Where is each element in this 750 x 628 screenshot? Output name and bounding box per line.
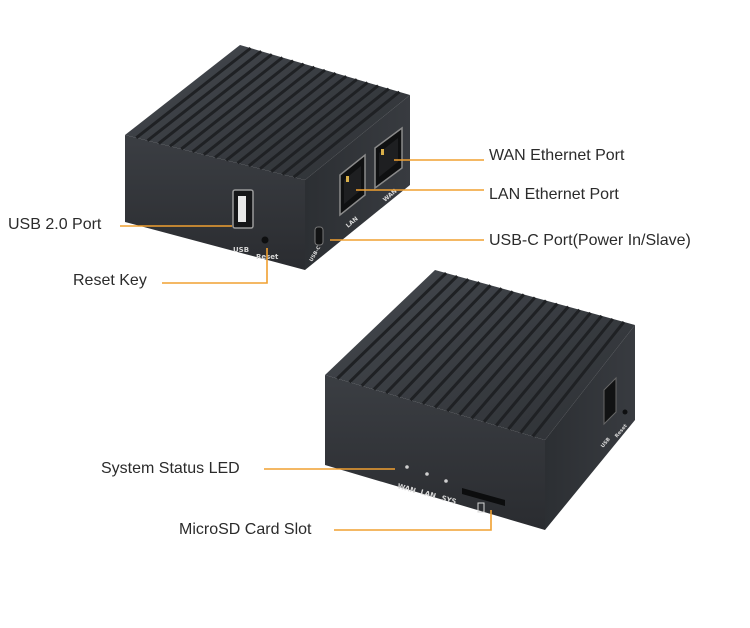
heatsink-fins [135,46,401,179]
status-led-label: System Status LED [101,460,240,477]
side-face [545,325,635,530]
heatsink-fin-groove [348,275,459,384]
heatsink-fin-groove [236,75,348,165]
wan-ethernet-port [374,126,403,190]
heatsink-fin-groove [494,311,592,427]
heatsink-fin-groove [247,78,358,168]
heatsink-fin-groove [482,308,581,423]
heatsink-fin-groove [385,284,492,395]
reset-key-hole [261,236,269,244]
side-usb-port [603,376,617,426]
heatsink-fin-groove [372,281,481,391]
heatsink-fin-groove [336,271,448,380]
usb-c-port-label: USB-C Port(Power In/Slave) [489,232,691,249]
lan-ethernet-port [339,153,366,217]
top-heatsink-surface [125,45,410,180]
lan-port-label: LAN Ethernet Port [489,186,619,203]
heatsink-fin-groove [146,50,263,142]
leader-reset [162,248,268,284]
microsd-slot-label: MicroSD Card Slot [179,521,312,538]
heatsink-fin-groove [169,56,284,148]
heatsink-fin-groove [214,68,326,159]
heatsink-fin-groove [259,81,369,170]
heatsink-fin-groove [446,299,548,413]
usb-c-port [314,226,324,246]
heatsink-fin-groove [202,65,316,156]
leader-microsd [334,510,492,531]
wan-port-label: WAN Ethernet Port [489,147,625,164]
router-device-rear-view: USB Reset USB-C LAN WAN [125,45,410,270]
heatsink-fin-groove [157,53,273,145]
heatsink-fin-groove [421,293,525,405]
heatsink-fin-groove [433,296,537,409]
microsd-card-slot [462,488,505,506]
usb2-port-tongue [238,196,246,222]
side-reset-hole [622,409,628,415]
heatsink-fin-groove [360,278,470,387]
heatsink-fin-groove [135,46,252,139]
heatsink-fin-groove [458,302,559,416]
sys-status-led [444,479,448,483]
heatsink-fin-groove [191,62,305,154]
top-heatsink-surface [325,270,635,440]
router-device-front-view: WAN LAN SYS USB Reset [325,270,635,530]
usb-marking: USB [233,246,249,254]
heatsink-fin-groove [519,317,614,434]
heatsink-fin-groove [270,84,380,173]
front-face [325,375,545,530]
heatsink-fin-groove [281,87,390,176]
usb2-port-label: USB 2.0 Port [8,216,102,233]
heatsink-fin-groove [470,305,570,420]
reset-key-label: Reset Key [73,272,147,289]
microsd-card-icon [477,502,485,513]
heatsink-fin-groove [531,321,626,438]
heatsink-fin-groove [409,290,514,402]
heatsink-fin-groove [225,71,337,162]
heatsink-fin-groove [180,59,295,151]
callout-leader-lines [120,159,492,531]
wan-status-led [405,465,409,469]
heatsink-fin-groove [397,287,503,398]
lan-status-led [425,472,429,476]
heatsink-fin-groove [507,314,603,431]
heatsink-fins [336,271,626,438]
heatsink-fin-groove [292,90,401,179]
led-sys-marking: SYS [440,494,457,506]
